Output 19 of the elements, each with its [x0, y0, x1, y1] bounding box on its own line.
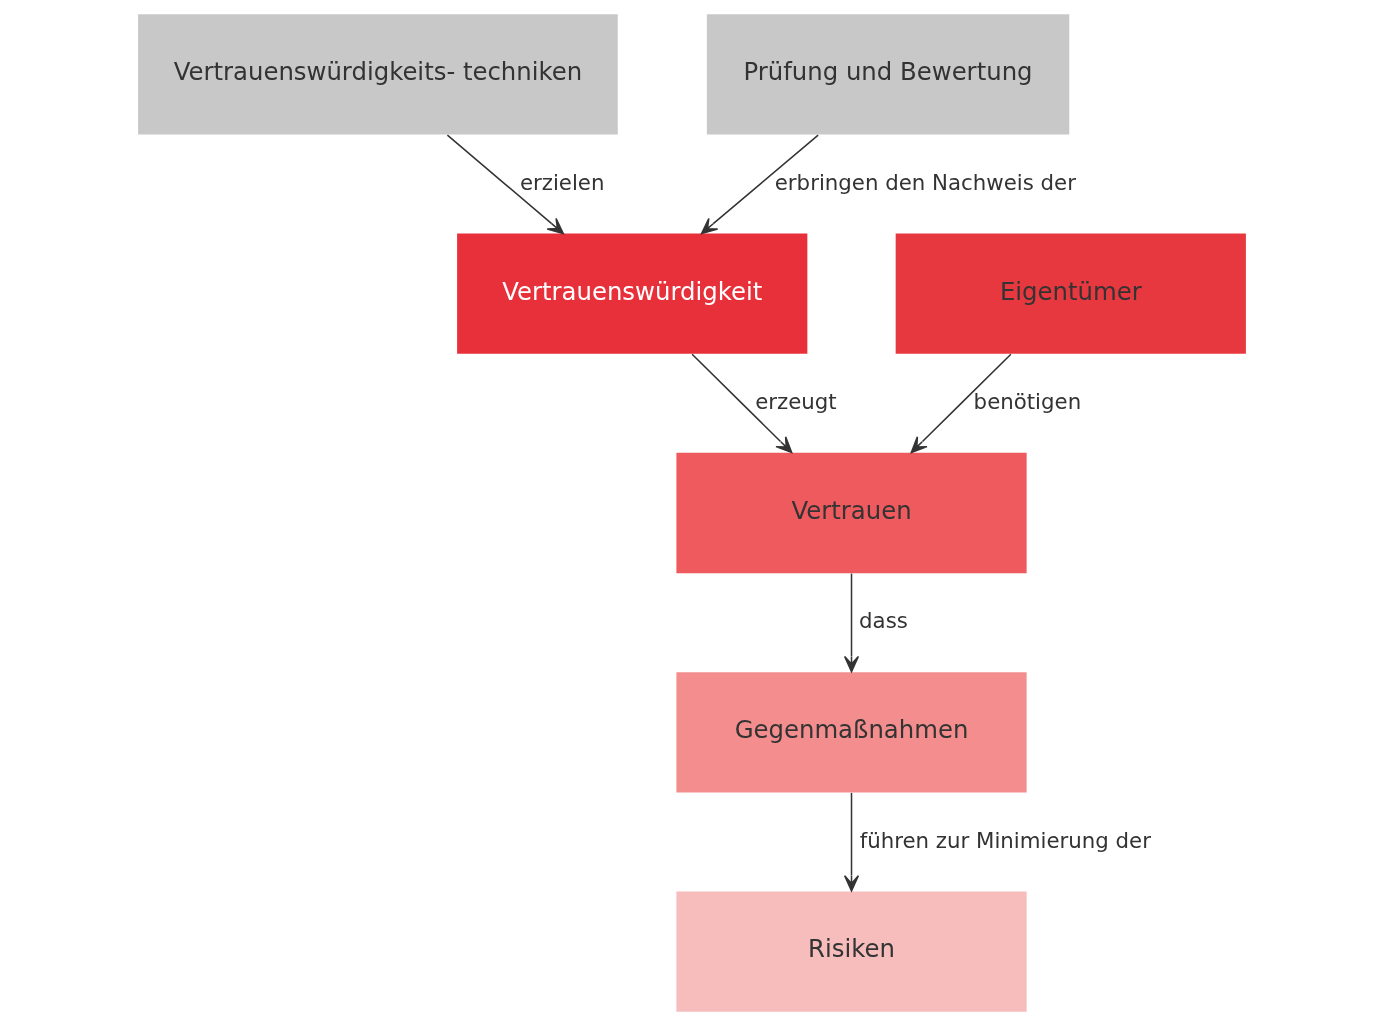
arrow	[690, 353, 792, 454]
arrow	[446, 134, 564, 235]
edge-label: führen zur Minimierung der	[859, 827, 1151, 853]
edge-label: erbringen den Nachweis der	[774, 169, 1076, 195]
node-box: Risiken	[675, 891, 1027, 1012]
node-box: Prüfung und Bewertung	[706, 14, 1069, 135]
node-box: Vertrauenswürdigkeits- techniken	[137, 14, 618, 135]
node-box: Vertrauenswürdigkeit	[456, 233, 807, 354]
edge-label: erzielen	[519, 169, 604, 195]
arrow	[843, 572, 859, 673]
node-box: Eigentümer	[895, 233, 1246, 354]
node-box: Vertrauen	[675, 452, 1027, 574]
edge-label: erzeugt	[754, 388, 837, 414]
arrow	[910, 353, 1012, 454]
edge-label: dass	[858, 608, 908, 634]
arrow	[843, 792, 859, 892]
arrow	[700, 134, 819, 235]
edge-label: benötigen	[973, 388, 1081, 414]
node-box: Gegenmaßnahmen	[675, 672, 1027, 793]
